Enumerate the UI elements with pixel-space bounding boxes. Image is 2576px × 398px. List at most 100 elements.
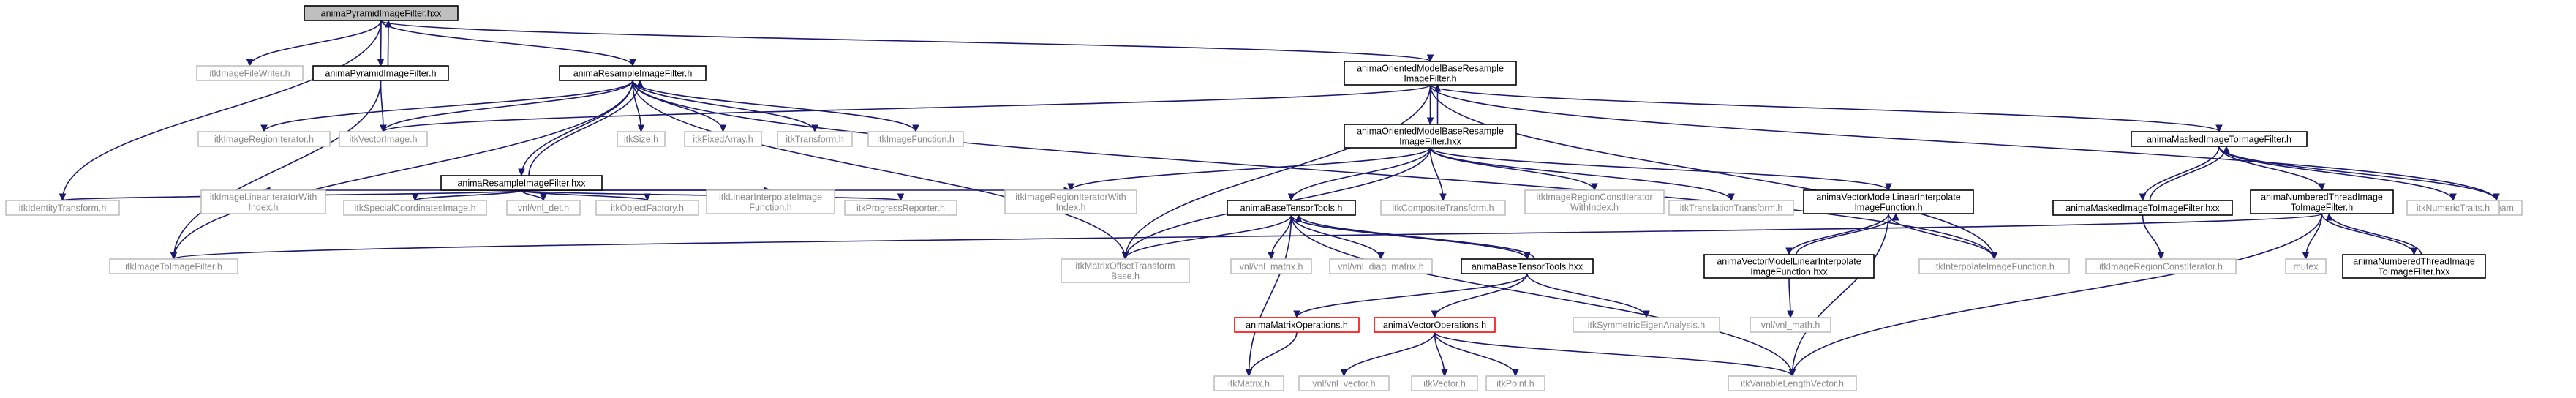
node-box (1703, 254, 1875, 279)
node-layer: animaPyramidImageFilter.hxx itkImageFileW… (5, 5, 2523, 391)
edge-n_ombr_hxx-to-n_regioniter_idx (1070, 147, 1431, 191)
node-label: itkIdentityTransform.h (19, 203, 107, 214)
arrowhead-n_masked_h-to-n_numerictraits (2449, 193, 2457, 202)
graph-node-numerictraits: itkNumericTraits.h (2406, 200, 2500, 216)
arrowhead-n_ombr_hxx-to-n_regioniter_idx (1067, 183, 1074, 192)
node-label: Function.h (749, 203, 791, 213)
edge-n_basetensor_hxx-to-n_matrixops (1296, 273, 1528, 318)
graph-node-imagefunction: itkImageFunction.h (867, 131, 964, 147)
node-box (506, 200, 581, 216)
arrowhead-n_masked_hxx-to-n_regionconst_iter (2157, 252, 2165, 260)
node-label: itkLinearInterpolateImage (719, 192, 822, 203)
graph-node-mutex: mutex (2285, 258, 2327, 274)
arrowhead-n_root-to-n_resample_h (629, 59, 636, 67)
arrowhead-n_vmli_h-to-n_interp_func (1990, 252, 1998, 260)
arrowhead-n_ombr_h-to-n_ombr_hxx (1426, 117, 1434, 126)
edge-n_vectorops-to-n_varlength (1434, 331, 1793, 377)
edge-n_resample_h-to-n_matrixoffset (632, 80, 1126, 260)
node-label: ToImageFilter.h (2291, 203, 2354, 213)
node-label: itkImageRegionIterator.h (214, 135, 314, 145)
edge-n_root-to-n_resample_h (380, 20, 633, 67)
arrowhead-n_resample_hxx-to-n_progress (897, 193, 905, 202)
node-label: animaPyramidImageFilter.h (325, 69, 436, 79)
edge-n_resample_h-to-n_imagefunction (632, 80, 916, 132)
graph-node-ombr-h[interactable]: animaOrientedModelBaseResampleImageFilte… (1344, 61, 1517, 86)
arrowhead-n_resample_h-to-n_regioniter (260, 124, 268, 133)
graph-node-numbered-hxx[interactable]: animaNumberedThreadImageToImageFilter.hx… (2342, 254, 2486, 279)
graph-node-resample-hxx[interactable]: animaResampleImageFilter.hxx (440, 175, 603, 191)
edge-n_vmli_hxx-to-n_vmli_h (1796, 213, 1897, 255)
node-label: animaBaseTensorTools.hxx (1472, 262, 1583, 272)
node-label: itkImageFileWriter.h (209, 69, 290, 79)
graph-node-vmli-h[interactable]: animaVectorModelLinearInterpolateImageFu… (1803, 189, 1974, 214)
node-label: animaMaskedImageToImageFilter.h (2147, 135, 2291, 145)
edge-n_pyr_h-to-n_imgtoimg (173, 80, 382, 260)
edge-n_numbered_hxx-to-n_numbered_h (2328, 213, 2422, 255)
arrowhead-n_resample_hxx-to-n_vnl_det (540, 193, 547, 202)
node-box (200, 189, 326, 214)
arrowhead-n_resample_hxx-to-n_identity (59, 193, 67, 202)
edge-n_ombr_hxx-to-n_vmli_h (1429, 147, 1889, 191)
graph-node-vectorimage: itkVectorImage.h (339, 131, 428, 147)
graph-node-vectorops[interactable]: animaVectorOperations.h (1374, 317, 1496, 333)
node-label: itkVectorImage.h (349, 135, 417, 145)
node-box (2342, 254, 2486, 279)
node-label: animaNumberedThreadImage (2261, 192, 2383, 203)
edge-n_masked_h-to-n_numerictraits (2218, 146, 2454, 201)
arrowhead-n_ombr_hxx-to-n_translation (1728, 193, 1735, 202)
node-box (1344, 124, 1517, 149)
edge-n_masked_hxx-to-n_masked_h (2149, 146, 2227, 201)
graph-node-size: itkSize.h (617, 131, 666, 147)
edge-n_numbered_h-to-n_imgtoimg (173, 213, 2323, 260)
graph-node-vmli-hxx[interactable]: animaVectorModelLinearInterpolateImageFu… (1703, 254, 1875, 279)
arrowhead-n_basetensor_hxx-to-n_basetensor_h (1295, 214, 1303, 222)
node-label: Base.h (1111, 271, 1140, 282)
node-box (617, 131, 666, 147)
node-box (595, 200, 699, 216)
graph-node-interp-func: itkInterpolateImageFunction.h (1918, 258, 2070, 274)
graph-node-resample-h[interactable]: animaResampleImageFilter.h (559, 65, 707, 81)
node-label: itkSize.h (624, 135, 658, 145)
graph-node-pyr-h[interactable]: animaPyramidImageFilter.h (312, 65, 449, 81)
graph-node-vnl-math: vnl/vnl_math.h (1750, 317, 1831, 333)
graph-node-ombr-hxx[interactable]: animaOrientedModelBaseResampleImageFilte… (1344, 124, 1517, 149)
node-box (1230, 258, 1312, 274)
graph-node-root[interactable]: animaPyramidImageFilter.hxx (304, 5, 459, 21)
node-label: animaVectorModelLinearInterpolate (1816, 192, 1960, 203)
node-label: ImageFunction.h (1854, 203, 1922, 213)
edge-n_numbered_h-to-n_varlength (1791, 213, 2323, 377)
edge-n_resample_h-to-n_fixedarray (632, 80, 724, 132)
edge-n_vmli_h-to-n_varlength (1791, 213, 1889, 377)
arrowhead-n_ombr_h-to-n_vectorimage (380, 124, 387, 133)
graph-node-basetensor-hxx[interactable]: animaBaseTensorTools.hxx (1461, 258, 1594, 274)
edge-n_ombr_h-to-n_vectorimage (383, 84, 1431, 132)
graph-node-masked-hxx[interactable]: animaMaskedImageToImageFilter.hxx (2052, 200, 2233, 216)
node-label: itkImageFunction.h (877, 135, 954, 145)
arrowhead-n_vectorops-to-n_itkvector (1441, 369, 1448, 378)
node-box (1918, 258, 2070, 274)
graph-node-masked-h[interactable]: animaMaskedImageToImageFilter.h (2131, 131, 2308, 147)
arrowhead-n_resample_h-to-n_size (637, 124, 645, 133)
arrowhead-n_vectorops-to-n_varlength (1788, 369, 1796, 378)
graph-node-translation: itkTranslationTransform.h (1668, 200, 1794, 216)
node-label: itkCompositeTransform.h (1392, 203, 1494, 214)
arrowhead-n_matrixops-to-n_itkmatrix (1245, 369, 1253, 378)
arrowhead-n_ombr_hxx-to-n_vmli_h (1885, 183, 1892, 192)
node-label: itkVariableLengthVector.h (1741, 379, 1844, 389)
edge-n_pyr_h-to-n_vectorimage (380, 80, 384, 132)
graph-node-vnl-vector: vnl/vnl_vector.h (1298, 375, 1390, 391)
arrowhead-n_basetensor_h-to-n_matrixoffset (1121, 252, 1129, 260)
edge-n_basetensor_hxx-to-n_basetensor_h (1298, 214, 1535, 260)
node-box (1004, 189, 1137, 214)
arrowhead-n_basetensor_hxx-to-n_symeigen (1643, 310, 1650, 319)
graph-node-basetensor-h[interactable]: animaBaseTensorTools.h (1227, 200, 1356, 216)
arrowhead-n_pyr_h-to-n_root (385, 19, 392, 28)
node-label: itkImageRegionIteratorWith (1015, 192, 1126, 203)
graph-node-matrixops[interactable]: animaMatrixOperations.h (1234, 317, 1360, 333)
graph-node-itkmatrix: itkMatrix.h (1213, 375, 1284, 391)
edge-n_resample_hxx-to-n_resample_h (528, 80, 641, 176)
node-box (5, 200, 120, 216)
